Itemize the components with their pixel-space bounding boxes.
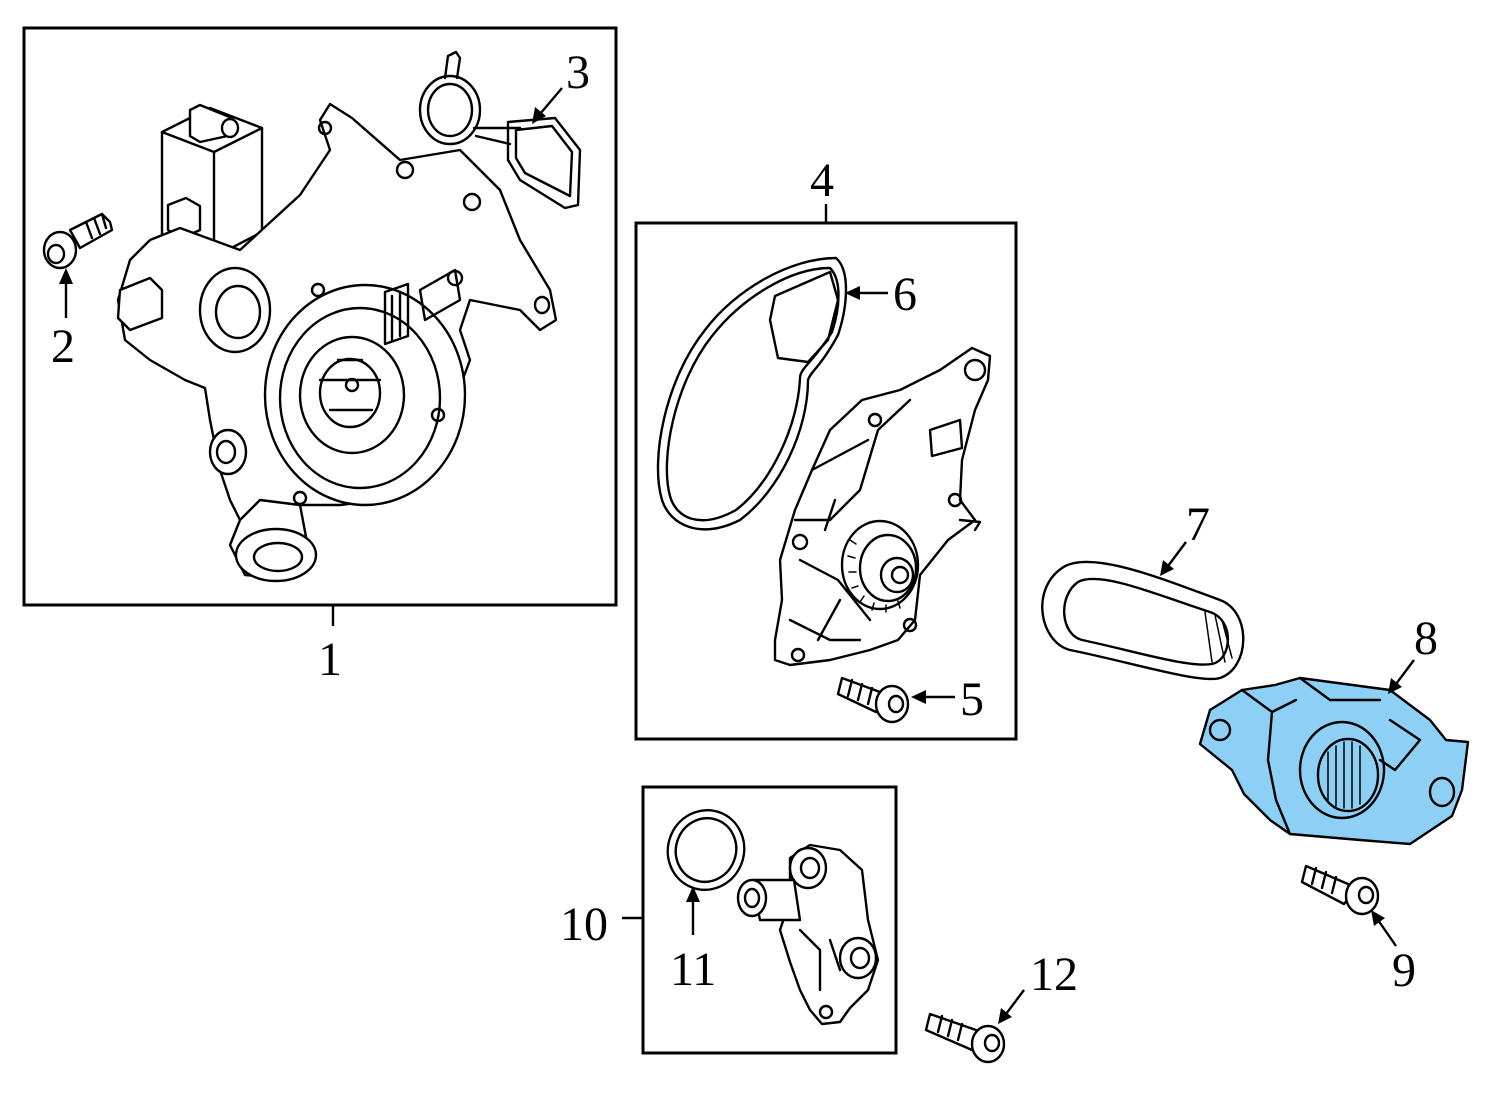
- callout-12[interactable]: 12: [1030, 948, 1078, 1001]
- arrowhead-8: [1388, 678, 1402, 694]
- arrowhead-5: [911, 690, 926, 704]
- callout-1[interactable]: 1: [318, 633, 342, 686]
- bolt-icon[interactable]: [42, 212, 114, 270]
- callout-10[interactable]: 10: [560, 898, 608, 951]
- arrow-line-9: [1377, 919, 1397, 947]
- callout-2[interactable]: 2: [51, 320, 75, 373]
- callout-3[interactable]: 3: [566, 46, 590, 99]
- arrowhead-12: [998, 1008, 1012, 1024]
- callout-7[interactable]: 7: [1186, 498, 1210, 551]
- arrowhead-2: [59, 268, 73, 284]
- callout-5[interactable]: 5: [960, 673, 984, 726]
- arrowhead-7: [1160, 560, 1174, 576]
- arrowhead-11: [686, 886, 700, 902]
- callout-11[interactable]: 11: [670, 943, 716, 996]
- coolant-outlet-assembly-icon[interactable]: [736, 843, 880, 1026]
- gasket-icon[interactable]: [656, 256, 848, 531]
- arrow-line-3: [539, 87, 563, 115]
- arrowhead-3: [532, 107, 546, 124]
- arrow-line-8: [1395, 659, 1415, 685]
- arrow-line-12: [1005, 989, 1025, 1015]
- drive-belt-icon[interactable]: [1041, 560, 1245, 681]
- callout-6[interactable]: 6: [893, 268, 917, 321]
- callout-9[interactable]: 9: [1392, 944, 1416, 997]
- group-box-1: [22, 26, 618, 607]
- pump-cover-fill: [1198, 676, 1470, 846]
- group-box-10: [641, 785, 898, 1055]
- bolt-icon[interactable]: [836, 676, 910, 724]
- callout-4[interactable]: 4: [810, 154, 834, 207]
- arrowhead-6: [845, 286, 860, 300]
- bolt-icon[interactable]: [1300, 864, 1380, 916]
- bolt-icon[interactable]: [924, 1012, 1006, 1064]
- water-pump-assembly-icon[interactable]: [773, 346, 992, 667]
- pump-cover-icon[interactable]: [1198, 676, 1470, 846]
- water-pump-housing-assembly-icon[interactable]: [116, 102, 558, 583]
- callout-8[interactable]: 8: [1414, 612, 1438, 665]
- arrowhead-9: [1371, 910, 1385, 926]
- gasket-icon[interactable]: [418, 50, 582, 210]
- arrow-line-7: [1167, 541, 1187, 567]
